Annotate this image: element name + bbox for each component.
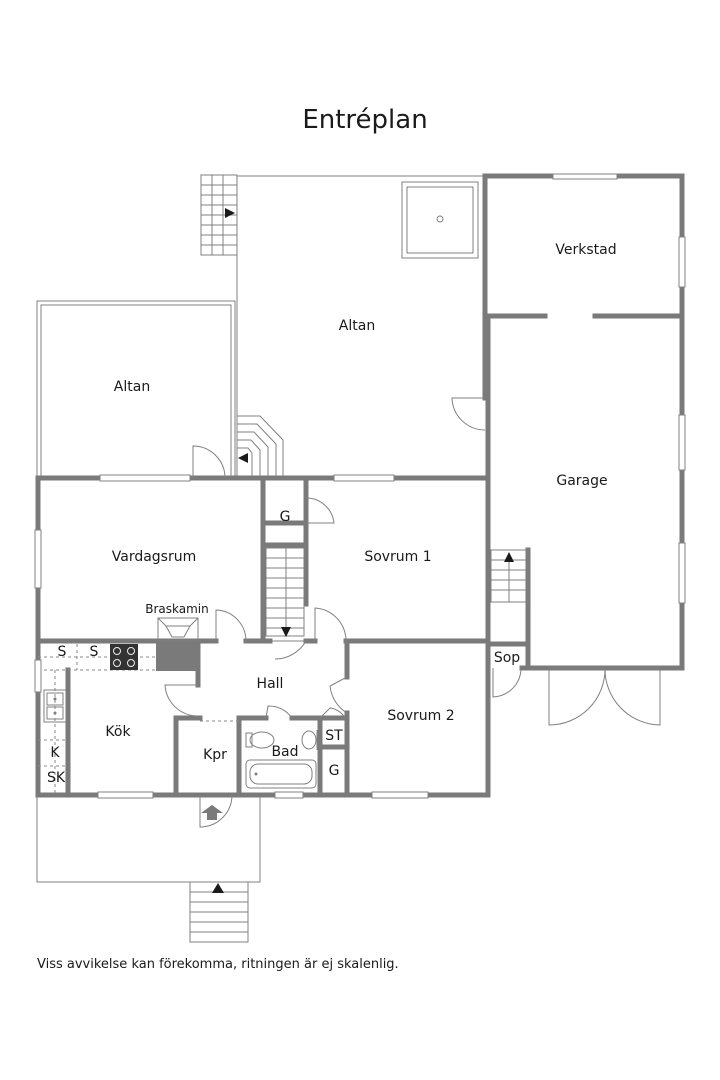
plan-title: Entréplan	[302, 105, 427, 135]
room-label-st: ST	[325, 728, 343, 744]
label-s1: S	[58, 644, 67, 660]
room-label-altan-top: Altan	[339, 318, 375, 334]
windows	[34, 173, 686, 799]
room-label-verkstad: Verkstad	[555, 242, 616, 258]
stairs-front	[189, 881, 249, 943]
front-porch	[36, 797, 261, 883]
walls	[35, 173, 685, 798]
stairs-altan-curved	[237, 415, 284, 478]
label-k: K	[50, 745, 60, 761]
stair-arrow-icon	[504, 552, 514, 562]
room-label-kpr: Kpr	[203, 747, 227, 763]
room-label-g-closet1: G	[280, 509, 291, 525]
room-label-hall: Hall	[257, 676, 284, 692]
stairs-interior	[265, 547, 305, 637]
label-sk: SK	[47, 770, 66, 786]
label-s2: S	[90, 644, 99, 660]
braskamin-fireplace	[157, 617, 199, 642]
room-label-sop: Sop	[494, 650, 520, 666]
stair-arrow-icon	[238, 453, 248, 463]
stairs-garage	[490, 549, 529, 603]
doors	[164, 397, 661, 828]
sink	[43, 689, 67, 723]
room-label-vardagsrum: Vardagsrum	[112, 549, 197, 565]
room-label-sovrum2: Sovrum 2	[387, 708, 454, 724]
room-label-bad: Bad	[271, 744, 298, 760]
room-label-altan-left: Altan	[114, 379, 150, 395]
entrance-arrow-icon	[201, 805, 223, 820]
room-label-sovrum1: Sovrum 1	[364, 549, 431, 565]
washbasin-icon	[301, 730, 318, 750]
stair-arrow-icon	[281, 627, 291, 637]
label-braskamin: Braskamin	[145, 602, 209, 616]
room-label-g-closet2: G	[329, 763, 340, 779]
disclaimer-note: Viss avvikelse kan förekomma, ritningen …	[37, 957, 399, 972]
room-label-kok: Kök	[105, 724, 131, 740]
toilet-icon	[245, 731, 275, 749]
room-label-garage: Garage	[556, 473, 607, 489]
kitchen-counter	[38, 641, 239, 795]
stair-arrow-icon	[225, 208, 235, 218]
hot-tub	[401, 181, 479, 259]
bathroom-fixtures	[245, 730, 318, 789]
stove	[110, 644, 138, 670]
chimney-block	[156, 641, 198, 671]
stair-arrow-icon	[212, 883, 224, 893]
stairs-top-left	[200, 174, 238, 256]
